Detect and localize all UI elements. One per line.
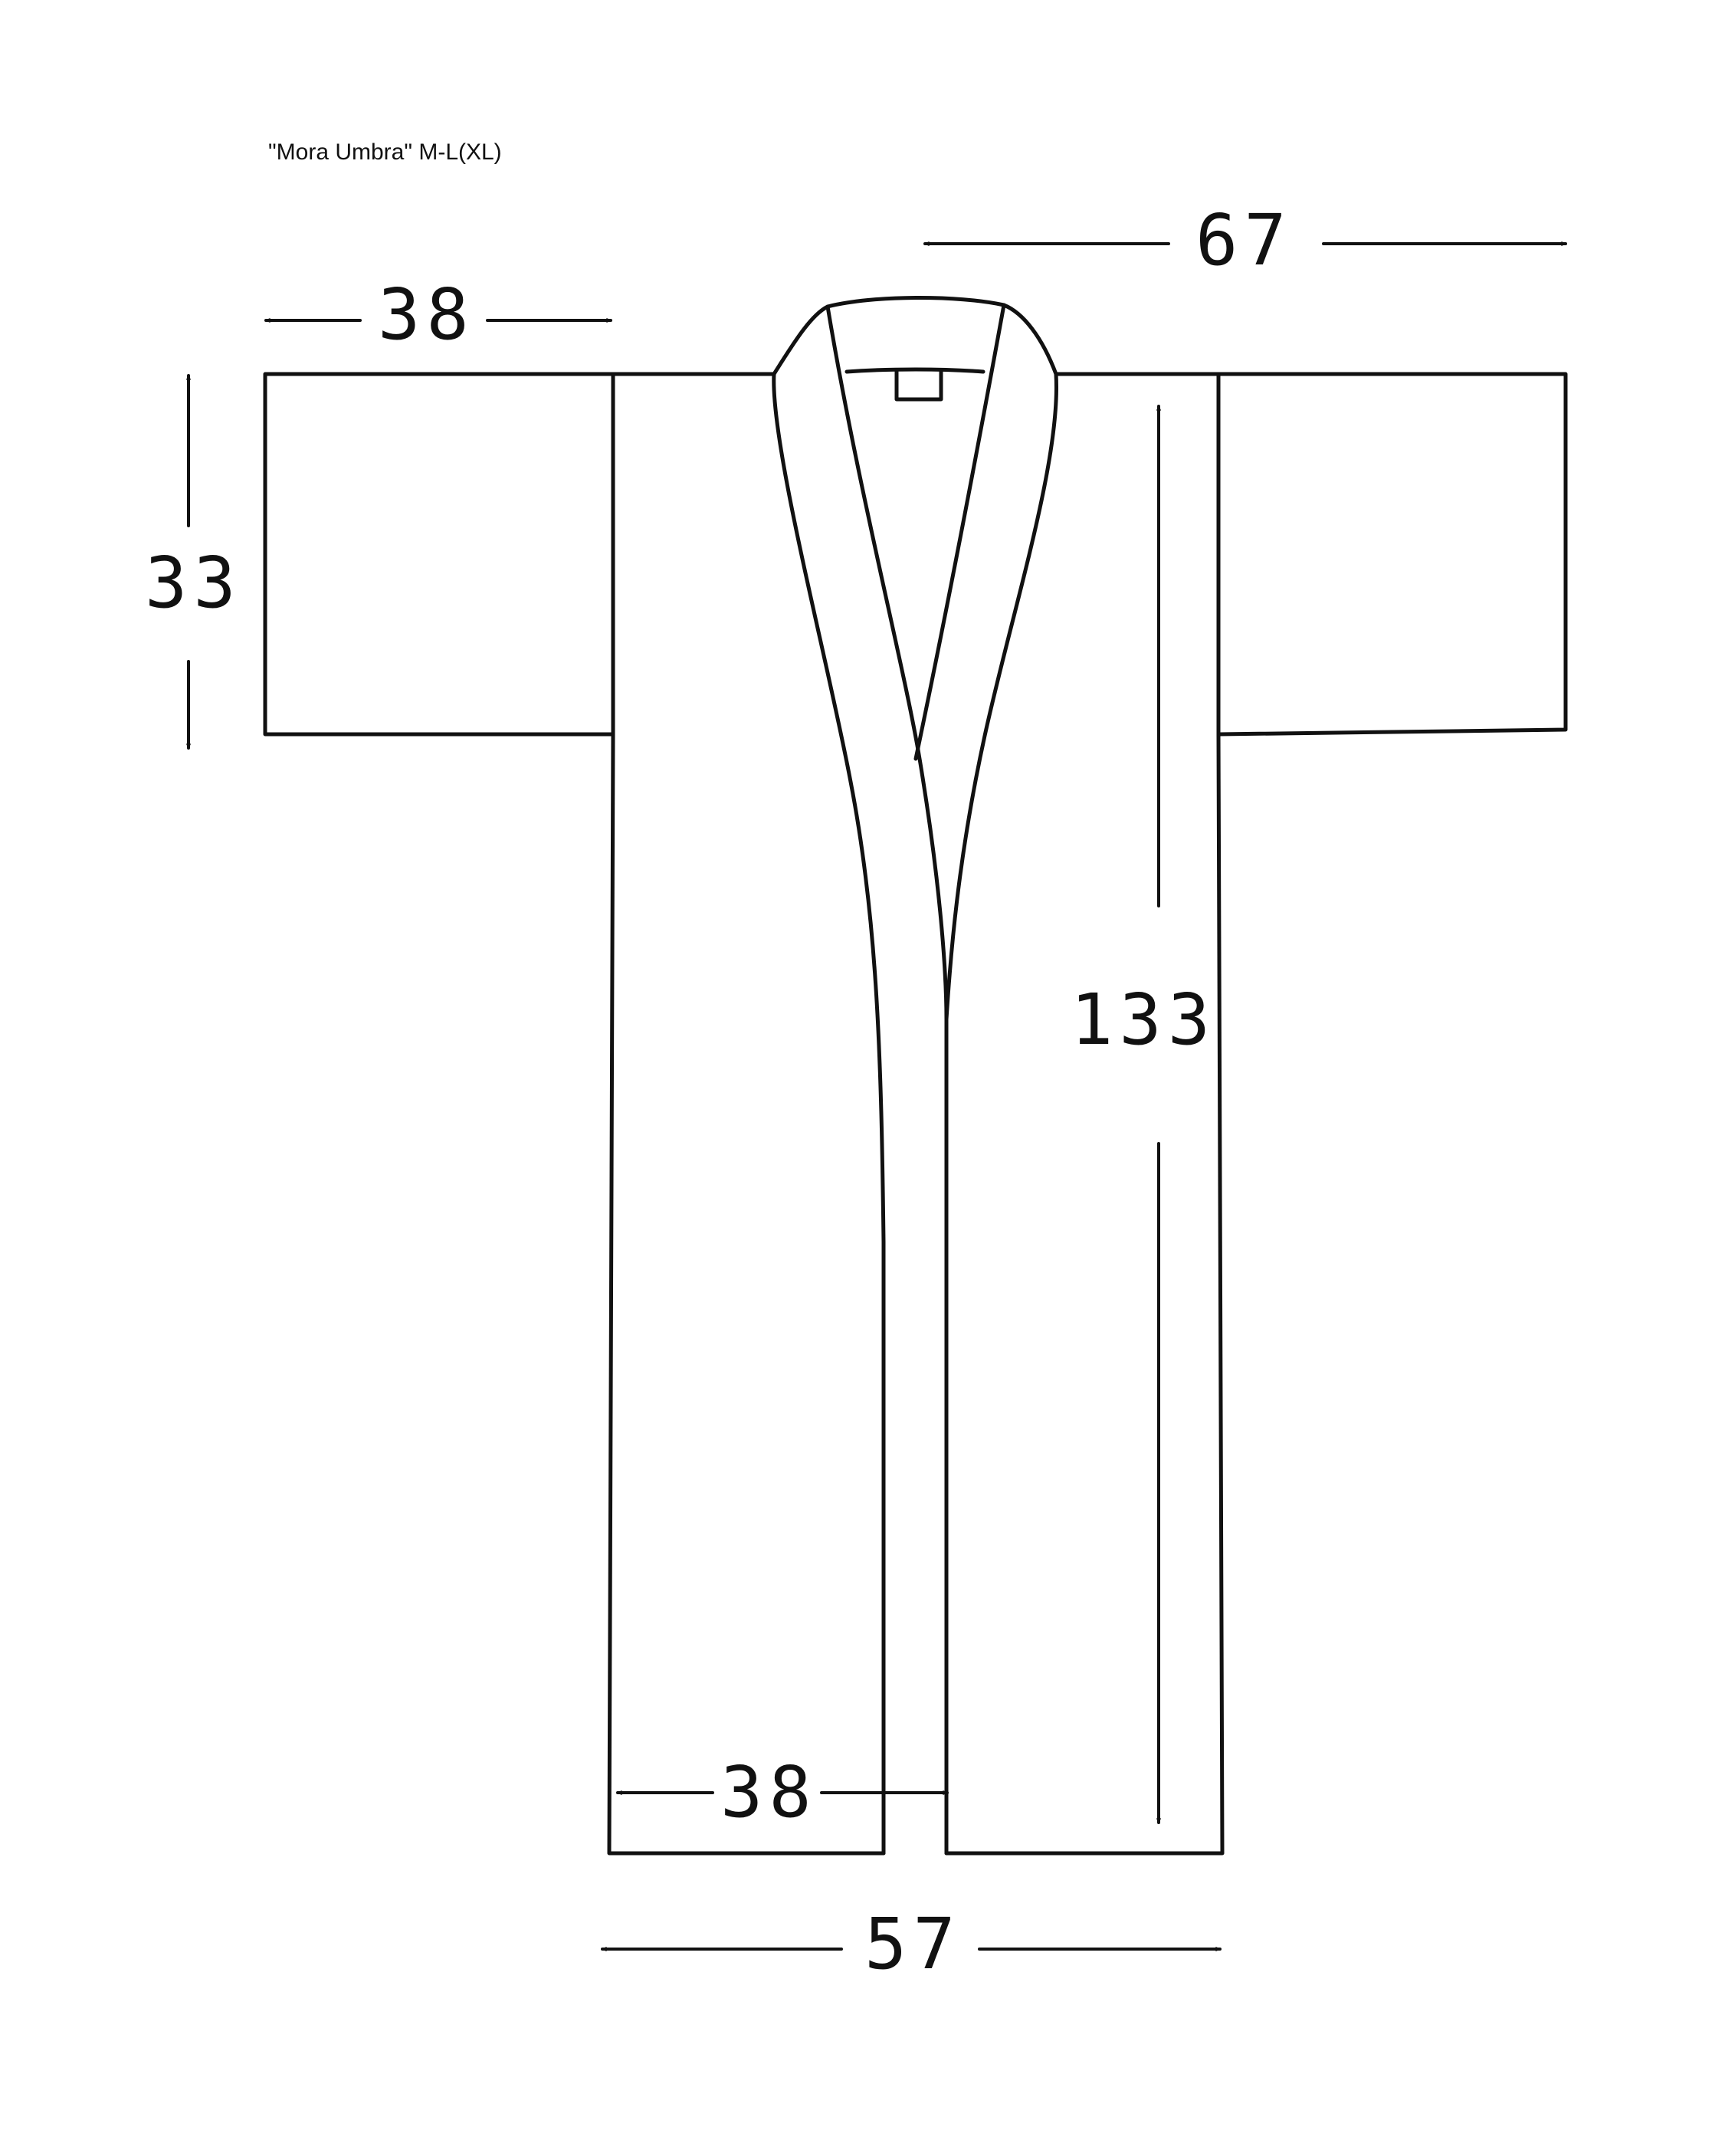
left-collar-band-outer	[772, 372, 886, 1856]
right-collar-band-outer	[944, 372, 1059, 1856]
diagram-title: "Mora Umbra" M-L(XL)	[268, 139, 502, 165]
right-collar-band-inner	[913, 303, 1006, 761]
sleeve-span-label: 67	[1195, 199, 1293, 281]
sleeve-height-label: 33	[145, 542, 242, 624]
garment-label	[894, 369, 943, 402]
neck-seam	[844, 367, 985, 374]
left-body-panel	[607, 372, 886, 1856]
back-collar	[772, 296, 1058, 376]
body-length-label: 133	[1071, 979, 1216, 1061]
right-sleeve	[1216, 372, 1568, 737]
hem-width-label: 57	[864, 1903, 962, 1985]
sleeve-length-label: 38	[378, 274, 475, 356]
left-sleeve	[263, 372, 615, 737]
dimension-annotations: 67 38 33 133 38 57	[145, 199, 1567, 1985]
kimono-outline	[263, 296, 1568, 1856]
front-width-label: 38	[720, 1751, 818, 1833]
right-body-panel	[944, 372, 1225, 1856]
left-collar-band-inner	[825, 304, 949, 1022]
